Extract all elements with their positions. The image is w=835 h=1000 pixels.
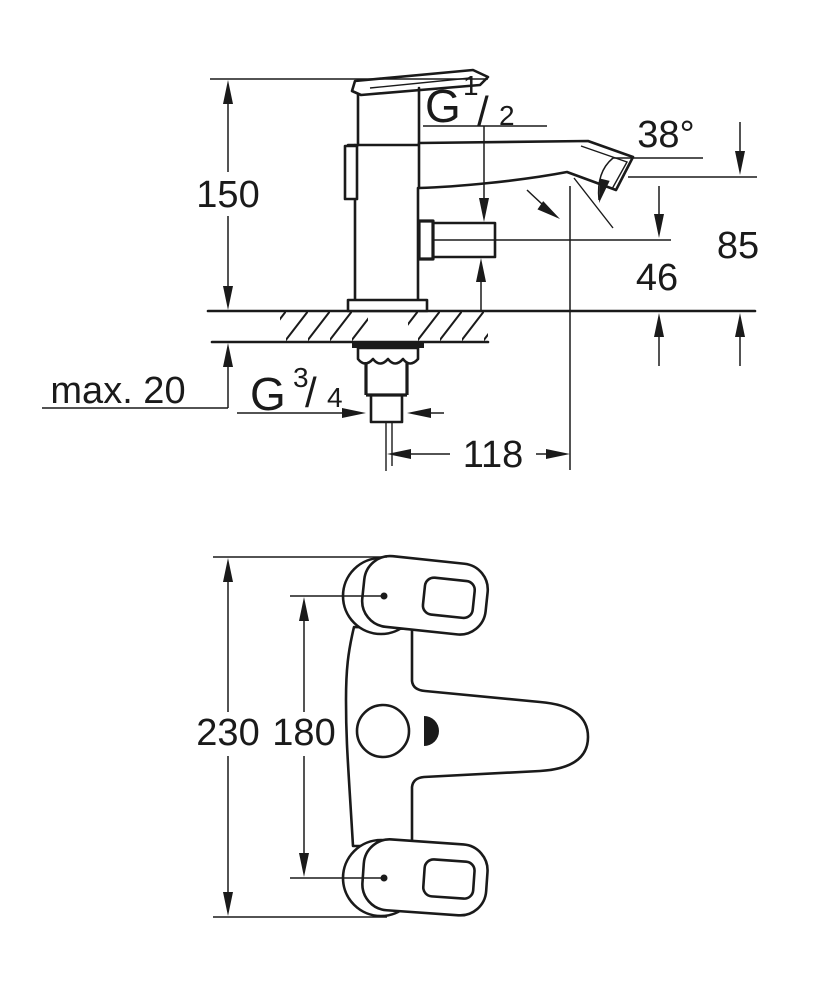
shank-sleeve [369,393,404,424]
arrowhead-down [223,286,233,310]
arrowhead-down [654,214,664,238]
top-lever-cutout [421,576,477,620]
arrowhead-up [223,558,233,582]
g-half-numerator: 1 [463,70,479,101]
g34-base: G [250,368,286,420]
dim-230: 230 [196,556,387,918]
arrowhead-up [654,313,664,337]
dim-38-label: 38° [637,114,694,156]
shower-union-flange [417,219,435,261]
dim-118-label: 118 [463,434,524,476]
deck-hatching-right [408,311,488,342]
arrowhead-down [223,892,233,916]
arrowhead-up [735,313,745,337]
arrowhead-up [299,597,309,621]
bottom-lever-cutout [421,858,476,900]
g34-denominator: 4 [327,382,343,413]
dim-180: 180 [272,595,382,879]
dim-angle-38: 38° [526,114,703,229]
g-half-denominator: 2 [499,100,515,131]
arrowhead-right [342,408,366,418]
dim-180-label: 180 [272,712,335,754]
g34-slash: / [305,369,317,416]
dim-85: 85 [628,122,759,366]
dim-230-label: 230 [196,712,259,754]
label-g-half: G 1 / 2 [423,70,547,310]
side-view: 150 max. 20 G 1 / 2 46 [42,68,759,476]
dim-max-20: max. 20 [42,343,233,412]
plan-view: 230 180 [196,554,590,918]
dim-max-20-label: max. 20 [50,370,185,412]
mounting-nut [356,346,420,365]
mounting-deck [206,309,757,344]
arrowhead-up [223,80,233,104]
rubber-washer [352,342,424,348]
arrowhead-flow [537,201,560,219]
temperature-limiter-tab [343,144,359,201]
arrowhead-left [387,449,411,459]
diverter-knob [424,716,439,746]
dim-46-label: 46 [636,257,678,299]
arrowhead-left [407,408,431,418]
dim-46: 46 [636,186,678,366]
mixer-body-and-spout [344,625,590,848]
arrowhead-up [476,258,486,282]
arrowhead-down [299,853,309,877]
bottom-handle-center-dot [380,874,388,882]
top-handle-center-dot [380,592,388,600]
g34-numerator: 3 [293,362,309,393]
dim-150-label: 150 [196,174,259,216]
angle-arc [597,157,614,201]
arrowhead-arc [599,178,610,203]
arrowhead-up [223,343,233,367]
label-g-three-quarter: G 3 / 4 [237,362,444,420]
arrowhead-right [546,449,570,459]
arrowhead-down [735,151,745,175]
threaded-shank [364,362,409,397]
spout-tip-inner-line [580,145,629,190]
arrowhead-down [479,198,489,222]
g-half-slash: / [477,88,489,135]
spout-aerator-circle [355,703,411,759]
deck-hatching-left [280,311,368,342]
dim-85-label: 85 [717,225,759,267]
faucet-side-profile [343,68,671,471]
base-flange [346,298,429,313]
angle-slope-line [573,177,614,229]
dim-150: 150 [196,78,488,310]
dim-118: 118 [387,186,571,476]
g-half-base: G [425,80,461,132]
